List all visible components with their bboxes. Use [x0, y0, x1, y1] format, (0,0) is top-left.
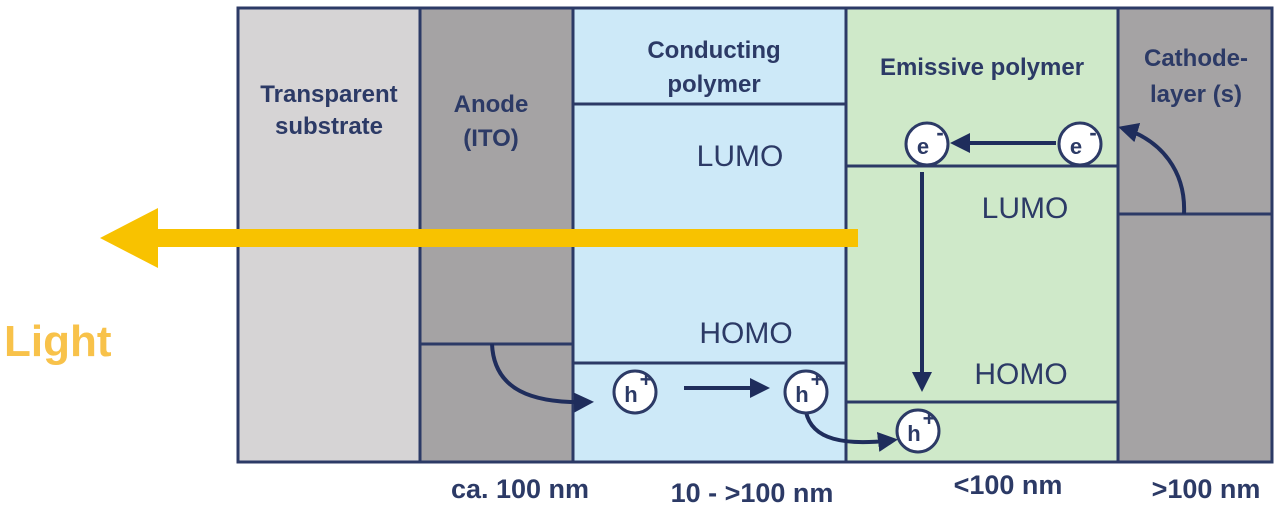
conducting-lumo-label: LUMO [697, 140, 784, 173]
anode-thickness: ca. 100 nm [451, 474, 589, 504]
hole-emissive: h + [895, 406, 941, 454]
electron-emissive: e - [904, 120, 950, 167]
light-label: Light [4, 317, 112, 366]
conducting-thickness: 10 - >100 nm [671, 478, 834, 508]
cathode-thickness: >100 nm [1152, 474, 1261, 504]
svg-text:+: + [923, 406, 936, 431]
svg-text:h: h [795, 382, 808, 407]
anode-title-line2: (ITO) [463, 125, 519, 152]
emissive-homo-label: HOMO [974, 358, 1067, 391]
hole-transfer-arrow-2 [804, 411, 898, 452]
svg-text:+: + [640, 367, 653, 392]
cathode-title-line2: layer (s) [1150, 81, 1242, 108]
conducting-title-line2: polymer [667, 71, 760, 98]
svg-text:-: - [936, 120, 943, 145]
conducting-title-line1: Conducting [647, 37, 780, 64]
emissive-polymer-layer [844, 6, 1120, 464]
anode-injection-arrow [490, 343, 594, 413]
electron-cathode: e - [1057, 120, 1103, 167]
cathode-title-line1: Cathode- [1144, 45, 1248, 72]
hole-conducting-2: h + [783, 367, 829, 415]
emissive-thickness: <100 nm [954, 470, 1063, 500]
svg-text:-: - [1089, 120, 1096, 145]
svg-text:+: + [811, 367, 824, 392]
light-arrow-head [100, 208, 158, 268]
emissive-lumo-label: LUMO [982, 192, 1069, 225]
svg-text:h: h [907, 421, 920, 446]
hole-conducting-1: h + [612, 367, 658, 415]
cathode-injection-arrow [1118, 123, 1187, 215]
substrate-title-line1: Transparent [260, 81, 397, 108]
svg-text:e: e [1070, 134, 1082, 159]
anode-title-line1: Anode [454, 91, 529, 118]
emissive-title: Emissive polymer [880, 54, 1084, 81]
substrate-title-line2: substrate [275, 113, 383, 140]
conducting-homo-label: HOMO [699, 317, 792, 350]
svg-text:e: e [917, 134, 929, 159]
cathode-layer [1116, 6, 1274, 464]
svg-text:h: h [624, 382, 637, 407]
